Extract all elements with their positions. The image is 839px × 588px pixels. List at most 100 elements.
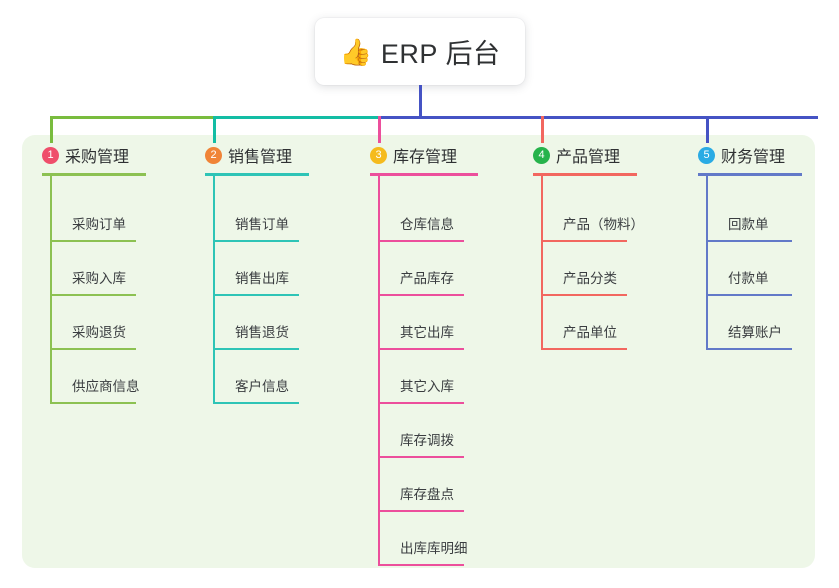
- branch-drop-connector-4: [541, 116, 544, 143]
- branch-drop-connector-5: [706, 116, 709, 143]
- branch-item[interactable]: 销售出库: [213, 242, 313, 296]
- branch-title: 采购管理: [65, 149, 130, 166]
- branch-item-rule: [50, 240, 136, 242]
- branch-item[interactable]: 采购退货: [50, 296, 150, 350]
- branch-header-rule: [370, 173, 478, 176]
- branch-item[interactable]: 其它出库: [378, 296, 478, 350]
- root-title: ERP 后台: [380, 39, 501, 69]
- branch-number-badge: 2: [205, 146, 222, 164]
- branch-item[interactable]: 采购入库: [50, 242, 150, 296]
- branch-header-2[interactable]: 2 销售管理: [205, 143, 292, 167]
- branch-item-rule: [706, 240, 792, 242]
- branch-spine: [378, 176, 380, 566]
- branch-drop-connector-1: [50, 116, 53, 143]
- branch-item-label: 付款单: [728, 271, 769, 286]
- branch-item-label: 采购订单: [72, 217, 126, 232]
- branch-title: 财务管理: [721, 149, 786, 166]
- branch-item[interactable]: 库存调拨: [378, 404, 478, 458]
- branch-item-rule: [213, 348, 299, 350]
- branch-header-4[interactable]: 4 产品管理: [533, 143, 620, 167]
- branch-item-rule: [706, 348, 792, 350]
- branch-item-rule: [541, 348, 627, 350]
- branch-item[interactable]: 出库库明细: [378, 512, 478, 566]
- branch-title: 销售管理: [228, 149, 293, 166]
- branch-item-label: 采购入库: [72, 271, 126, 286]
- branch-item-label: 销售出库: [235, 271, 289, 286]
- branch-item-label: 库存盘点: [400, 487, 454, 502]
- branch-item-rule: [50, 402, 136, 404]
- branch-header-5[interactable]: 5 财务管理: [698, 143, 785, 167]
- branch-number-badge: 4: [533, 146, 550, 164]
- bus-segment-middle: [213, 116, 380, 119]
- branch-item[interactable]: 付款单: [706, 242, 806, 296]
- branch-header-3[interactable]: 3 库存管理: [370, 143, 457, 167]
- branch-item[interactable]: 供应商信息: [50, 350, 150, 404]
- branch-header-rule: [205, 173, 309, 176]
- branch-item-label: 供应商信息: [72, 379, 140, 394]
- branch-column-1: 1 采购管理采购订单采购入库采购退货供应商信息: [42, 143, 146, 404]
- branch-item-rule: [213, 240, 299, 242]
- branch-item-label: 客户信息: [235, 379, 289, 394]
- branch-drop-connector-2: [213, 116, 216, 143]
- branch-item[interactable]: 库存盘点: [378, 458, 478, 512]
- branch-item-label: 产品库存: [400, 271, 454, 286]
- branch-item-rule: [378, 294, 464, 296]
- branch-item-label: 销售订单: [235, 217, 289, 232]
- branch-item[interactable]: 产品库存: [378, 242, 478, 296]
- branch-item-label: 销售退货: [235, 325, 289, 340]
- branch-item[interactable]: 销售订单: [213, 188, 313, 242]
- branch-column-3: 3 库存管理仓库信息产品库存其它出库其它入库库存调拨库存盘点出库库明细: [370, 143, 478, 566]
- branch-item-rule: [50, 348, 136, 350]
- thumbs-up-icon: 👍: [339, 36, 372, 67]
- branch-item-rule: [378, 564, 464, 566]
- branch-item-label: 其它出库: [400, 325, 454, 340]
- branch-item[interactable]: 产品（物料）: [541, 188, 644, 242]
- branch-item[interactable]: 其它入库: [378, 350, 478, 404]
- branch-column-2: 2 销售管理销售订单销售出库销售退货客户信息: [205, 143, 309, 404]
- root-node[interactable]: 👍 ERP 后台: [315, 18, 525, 85]
- branch-item[interactable]: 结算账户: [706, 296, 806, 350]
- branch-item[interactable]: 产品分类: [541, 242, 641, 296]
- branch-item[interactable]: 产品单位: [541, 296, 641, 350]
- branch-item[interactable]: 客户信息: [213, 350, 313, 404]
- branch-item[interactable]: 销售退货: [213, 296, 313, 350]
- branch-item-rule: [378, 402, 464, 404]
- branch-item-label: 产品单位: [563, 325, 617, 340]
- branch-item-rule: [541, 294, 627, 296]
- branch-item-label: 库存调拨: [400, 433, 454, 448]
- branch-title: 库存管理: [393, 149, 458, 166]
- branch-spine: [50, 176, 52, 404]
- branch-drop-connector-3: [378, 116, 381, 143]
- bus-segment-right: [378, 116, 818, 119]
- branch-item[interactable]: 仓库信息: [378, 188, 478, 242]
- root-connector-line: [419, 85, 422, 118]
- bus-segment-left: [50, 116, 215, 119]
- branch-item-label: 产品（物料）: [563, 217, 644, 232]
- branch-item-label: 采购退货: [72, 325, 126, 340]
- branch-column-4: 4 产品管理产品（物料） 产品分类产品单位: [533, 143, 644, 350]
- branch-item-label: 结算账户: [728, 325, 782, 340]
- branch-spine: [541, 176, 543, 350]
- branch-number-badge: 5: [698, 146, 715, 164]
- branch-spine: [706, 176, 708, 350]
- branch-item-label: 出库库明细: [400, 541, 468, 556]
- branch-header-rule: [42, 173, 146, 176]
- branch-item-label: 产品分类: [563, 271, 617, 286]
- branch-item-rule: [213, 294, 299, 296]
- branch-header-1[interactable]: 1 采购管理: [42, 143, 129, 167]
- branch-spine: [213, 176, 215, 404]
- branch-item-rule: [378, 456, 464, 458]
- branch-item-rule: [50, 294, 136, 296]
- branch-item[interactable]: 回款单: [706, 188, 806, 242]
- branch-item-rule: [378, 510, 464, 512]
- branch-item[interactable]: 采购订单: [50, 188, 150, 242]
- branch-item-label: 仓库信息: [400, 217, 454, 232]
- branch-item-rule: [213, 402, 299, 404]
- branch-item-rule: [541, 240, 627, 242]
- branch-number-badge: 1: [42, 146, 59, 164]
- branch-number-badge: 3: [370, 146, 387, 164]
- branch-title: 产品管理: [556, 149, 621, 166]
